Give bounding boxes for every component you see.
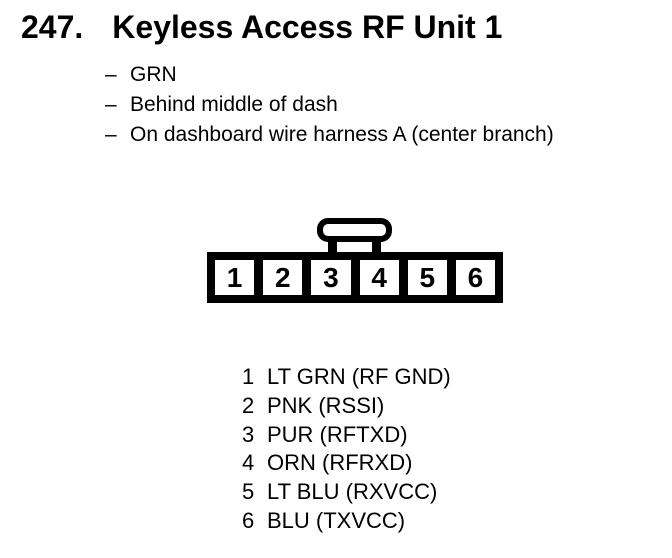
note-wire-color: –GRN xyxy=(105,60,554,90)
dash-bullet: – xyxy=(105,93,117,116)
pin-number: 6 xyxy=(242,507,255,533)
pin-legend: 1 LT GRN (RF GND) 2 PNK (RSSI) 3 PUR (RF… xyxy=(242,363,451,536)
pin-legend-row: 4 ORN (RFRXD) xyxy=(242,449,451,478)
pin-legend-row: 3 PUR (RFTXD) xyxy=(242,421,451,450)
pin-legend-row: 1 LT GRN (RF GND) xyxy=(242,363,451,392)
latch-head xyxy=(317,218,392,242)
section-heading: 247. Keyless Access RF Unit 1 xyxy=(21,9,502,46)
pin-description: PNK (RSSI) xyxy=(267,392,385,418)
dash-bullet: – xyxy=(105,63,117,86)
pin-legend-row: 6 BLU (TXVCC) xyxy=(242,507,451,536)
pin-legend-row: 2 PNK (RSSI) xyxy=(242,392,451,421)
section-number: 247. xyxy=(21,9,84,45)
location-notes: –GRN –Behind middle of dash –On dashboar… xyxy=(105,60,554,150)
pin-number: 3 xyxy=(242,421,255,447)
latch-left-leg xyxy=(328,236,337,255)
note-location: –Behind middle of dash xyxy=(105,90,554,120)
connector-pin-cavity-3: 3 xyxy=(311,260,351,295)
latch-right-leg xyxy=(372,236,381,255)
pin-description: PUR (RFTXD) xyxy=(267,421,408,447)
pin-description: LT BLU (RXVCC) xyxy=(267,479,438,505)
pin-number: 4 xyxy=(242,450,255,476)
connector-pin-cavity-6: 6 xyxy=(455,260,496,295)
pin-legend-row: 5 LT BLU (RXVCC) xyxy=(242,478,451,507)
connector-pin-cavity-5: 5 xyxy=(407,260,447,295)
connector-pin-cavity-4: 4 xyxy=(359,260,399,295)
connector-pin-cavity-2: 2 xyxy=(263,260,303,295)
pin-number: 2 xyxy=(242,392,255,418)
pin-description: BLU (TXVCC) xyxy=(267,507,406,533)
connector-pin-cavity-1: 1 xyxy=(215,260,255,295)
section-title: Keyless Access RF Unit 1 xyxy=(112,9,503,45)
pin-description: LT GRN (RF GND) xyxy=(267,364,451,389)
pin-description: ORN (RFRXD) xyxy=(267,450,413,476)
note-text: Behind middle of dash xyxy=(130,93,338,116)
dash-bullet: – xyxy=(105,123,117,146)
note-text: On dashboard wire harness A (center bran… xyxy=(130,123,554,146)
connector-latch-tab-icon xyxy=(317,218,392,255)
pin-number: 5 xyxy=(242,479,255,505)
note-harness: –On dashboard wire harness A (center bra… xyxy=(105,120,554,150)
connector-body: 1 2 3 4 5 6 xyxy=(207,252,503,303)
pin-number: 1 xyxy=(242,364,255,389)
note-text: GRN xyxy=(130,63,177,86)
